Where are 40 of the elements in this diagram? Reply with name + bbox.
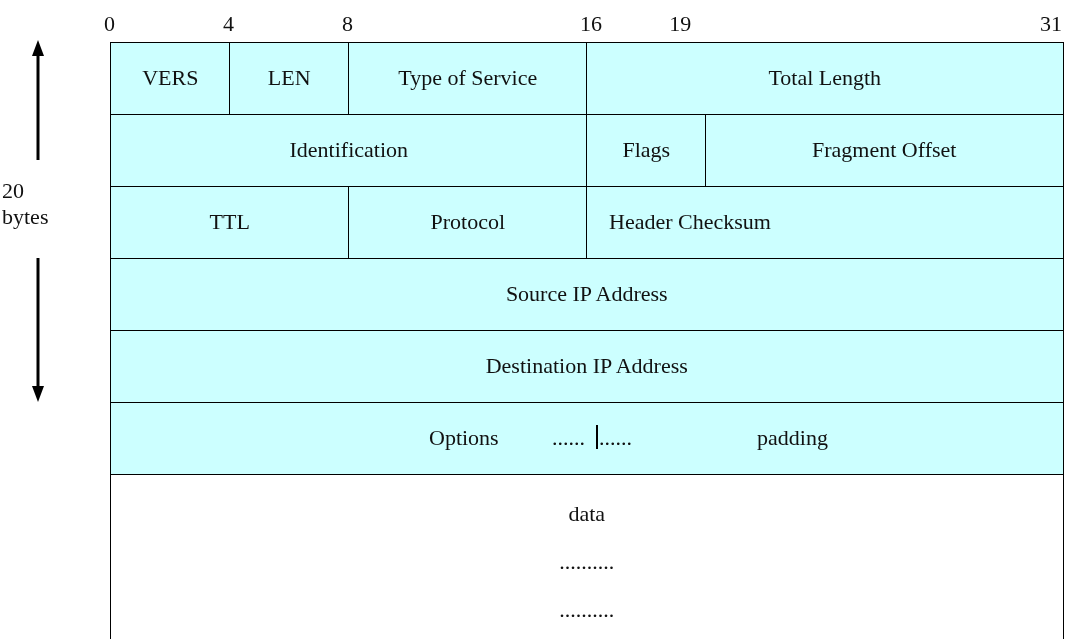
field-label: Source IP Address (504, 281, 669, 307)
bit-number: 19 (669, 11, 692, 37)
header-field (110, 186, 350, 260)
field-label: LEN (266, 65, 312, 91)
field-label: TTL (208, 209, 251, 235)
bit-number: 16 (580, 11, 602, 37)
ellipsis-dots: .......... (558, 597, 616, 623)
bit-number: 8 (342, 11, 353, 37)
field-label: VERS (141, 65, 200, 91)
field-label: Options (429, 425, 499, 451)
field-label: Header Checksum (609, 209, 771, 235)
bit-number: 31 (1039, 11, 1062, 37)
ellipsis-dots: .......... (558, 549, 616, 575)
ellipsis-dots: ...... (552, 425, 585, 451)
header-field (110, 42, 231, 116)
field-label: Fragment Offset (811, 137, 958, 163)
header-field (586, 114, 707, 188)
field-label: padding (757, 425, 828, 451)
field-label: data (567, 501, 607, 527)
field-label: Type of Service (397, 65, 539, 91)
header-field (586, 186, 1064, 260)
field-label: Identification (288, 137, 409, 163)
field-label: Protocol (429, 209, 507, 235)
bit-number: 4 (223, 11, 234, 37)
header-field (705, 114, 1064, 188)
header-field (110, 258, 1064, 332)
header-field (348, 186, 588, 260)
field-label: Flags (621, 137, 672, 163)
size-label: 20 bytes (2, 178, 50, 230)
header-field (110, 330, 1064, 404)
header-field (229, 42, 350, 116)
header-field (110, 402, 1064, 476)
header-field (586, 42, 1064, 116)
field-label: Destination IP Address (484, 353, 689, 379)
bit-number: 0 (104, 11, 115, 37)
ellipsis-dots: ...... (599, 425, 632, 451)
data-area (110, 474, 1064, 639)
header-field (110, 114, 588, 188)
header-field (348, 42, 588, 116)
field-label: Total Length (767, 65, 883, 91)
